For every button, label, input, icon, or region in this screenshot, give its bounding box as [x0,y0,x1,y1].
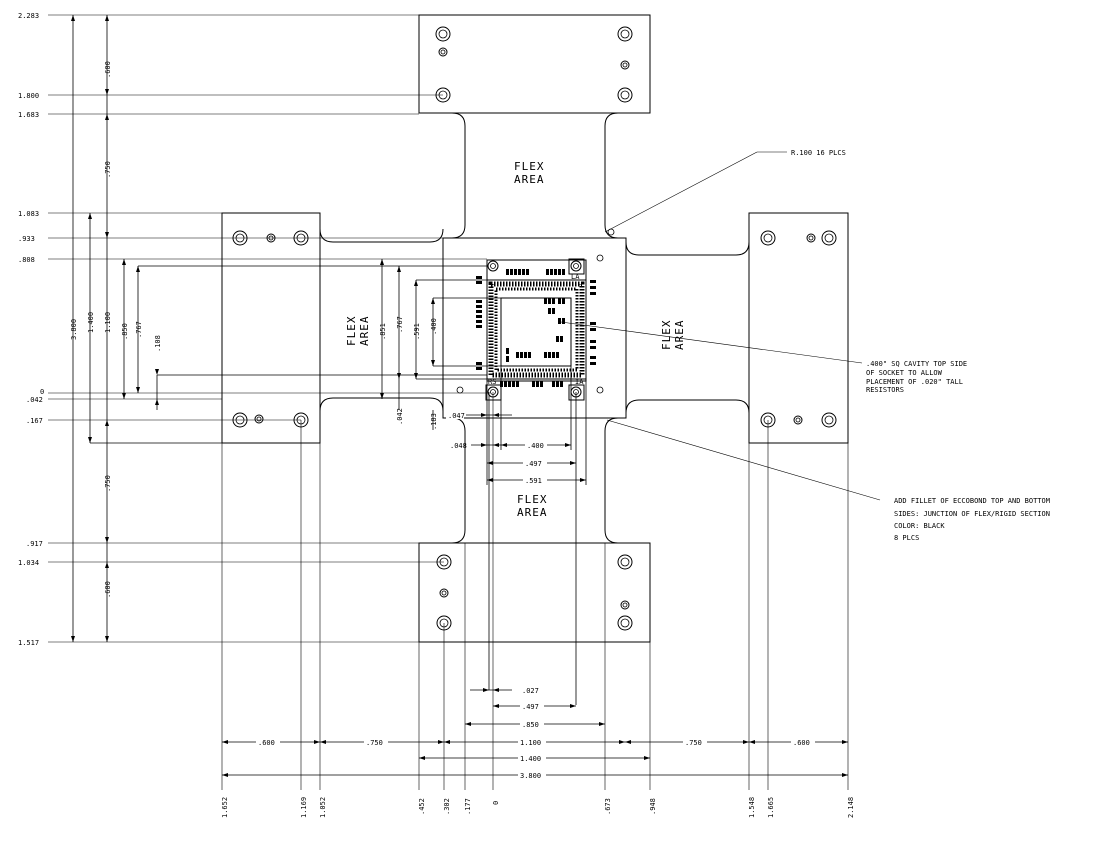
dim-v-0400: .400 [430,318,438,335]
corner-mark-ia: IA [575,378,584,386]
board-outline [221,14,849,643]
dim-h-0400: .400 [527,442,544,450]
dim-h-0048: .048 [450,442,467,450]
note-cavity-line3: PLACEMENT OF .020" TALL [866,378,963,386]
right-rigid-section [748,212,849,444]
mounting-holes [232,26,837,631]
socket-cavity [500,297,572,367]
ruler-y-0917: .917 [26,540,43,548]
ruler-y-1800: 1.800 [18,92,39,100]
note-fillet-line2: SIDES: JUNCTION OF FLEX/RIGID SECTION [894,510,1050,518]
flex-area-right-line1: FLEX [660,320,673,351]
dim-h-0600-left: .600 [258,739,275,747]
dim-v-0851: .851 [379,323,387,340]
note-fillet-line4: 8 PLCS [894,534,919,542]
flex-arm-top [451,112,619,239]
ruler-y-1517: 1.517 [18,639,39,647]
dim-v-1100: 1.100 [104,312,112,333]
ruler-y-0933: .933 [18,235,35,243]
ruler-y-0: 0 [40,388,44,396]
dim-h-0850: .850 [522,721,539,729]
ruler-x-0452: .452 [418,798,426,815]
flex-area-left-line1: FLEX [345,316,358,347]
corner-mark-la: LA [571,273,580,281]
dim-v-0750-bottom: .750 [104,475,112,492]
dim-v-0108: .108 [154,335,162,352]
ruler-y-0808: .808 [18,256,35,264]
ruler-x-1652: 1.652 [221,797,229,818]
dim-v-0183: .183 [430,413,438,430]
ruler-x-1548: 1.548 [748,797,756,818]
note-cavity-line4: RESISTORS [866,386,904,394]
dim-h-1100: 1.100 [520,739,541,747]
ruler-x-0302: .302 [443,798,451,815]
center-rigid-section [442,237,627,419]
dim-h-0750-left: .750 [366,739,383,747]
vertical-dimensions: .600 .750 3.800 1.400 1.100 .850 .767 .1… [70,15,501,642]
horizontal-dimensions: .047 .048 .400 .497 .591 .027 .497 .850 … [222,366,848,780]
dim-v-0767-socket: .767 [396,316,404,333]
flex-area-top-line2: AREA [514,173,545,186]
dim-h-0750-right: .750 [685,739,702,747]
corner-mark-rs: RS [488,378,496,386]
ruler-x-1665: 1.665 [767,797,775,818]
dim-h-0497-bottom: .497 [522,703,539,711]
ruler-y-1083: 1.083 [18,210,39,218]
dim-h-0600-right: .600 [793,739,810,747]
dim-v-0600-bottom: .600 [104,581,112,598]
left-rigid-section [221,212,321,444]
dim-v-0591: .591 [413,323,421,340]
note-cavity-line2: OF SOCKET TO ALLOW [866,369,943,377]
ruler-x-0177: .177 [464,798,472,815]
dim-v-0850: .850 [121,323,129,340]
bottom-ordinate-ruler: 1.652 1.169 1.052 .452 .302 .177 0 .673 … [221,392,855,818]
left-ordinate-ruler: 2.283 1.800 1.683 1.083 .933 .808 0 .042… [18,12,487,647]
ruler-y-1683: 1.683 [18,111,39,119]
dim-v-1400: 1.400 [87,312,95,333]
flex-area-labels: FLEX AREA FLEX AREA FLEX AREA FLEX AREA [345,160,686,519]
note-fillet-line3: COLOR: BLACK [894,522,945,530]
ruler-x-1169: 1.169 [300,797,308,818]
flex-area-right-line2: AREA [673,320,686,351]
note-cavity-line1: .400" SQ CAVITY TOP SIDE [866,360,967,368]
ruler-x-1052: 1.052 [319,797,327,818]
dim-v-0767: .767 [135,321,143,338]
note-radius: R.100 16 PLCS [791,149,846,157]
top-rigid-section [418,14,651,114]
dim-h-0027: .027 [522,687,539,695]
dim-h-0591: .591 [525,477,542,485]
flex-arm-right [625,241,750,414]
ruler-y-2283: 2.283 [18,12,39,20]
dim-h-0047: .047 [448,412,465,420]
ruler-y-0167: .167 [26,417,43,425]
flex-area-bottom-line2: AREA [517,506,548,519]
socket-component: LA RS IA [476,258,596,401]
ruler-x-0673: .673 [604,798,612,815]
dim-v-0042: .042 [396,408,404,425]
flex-area-bottom-line1: FLEX [517,493,548,506]
dim-v-0600-top: .600 [104,61,112,78]
flex-area-left-line2: AREA [358,316,371,347]
ruler-x-0: 0 [492,801,500,805]
dim-h-0497: .497 [525,460,542,468]
dim-v-0750-top: .750 [104,161,112,178]
ruler-y-1034: 1.034 [18,559,39,567]
dim-h-3800: 3.800 [520,772,541,780]
dim-v-3800: 3.800 [70,319,78,340]
note-fillet-line1: ADD FILLET OF ECCOBOND TOP AND BOTTOM [894,497,1050,505]
flex-area-top-line1: FLEX [514,160,545,173]
flex-arm-left [319,228,444,412]
ruler-x-2148: 2.148 [847,797,855,818]
bottom-rigid-section [418,542,651,643]
ruler-y-0042: .042 [26,396,43,404]
ruler-x-0948: .948 [649,798,657,815]
dim-h-1400: 1.400 [520,755,541,763]
flex-arm-bottom [451,417,619,544]
callout-notes: R.100 16 PLCS .400" SQ CAVITY TOP SIDE O… [560,149,1050,542]
